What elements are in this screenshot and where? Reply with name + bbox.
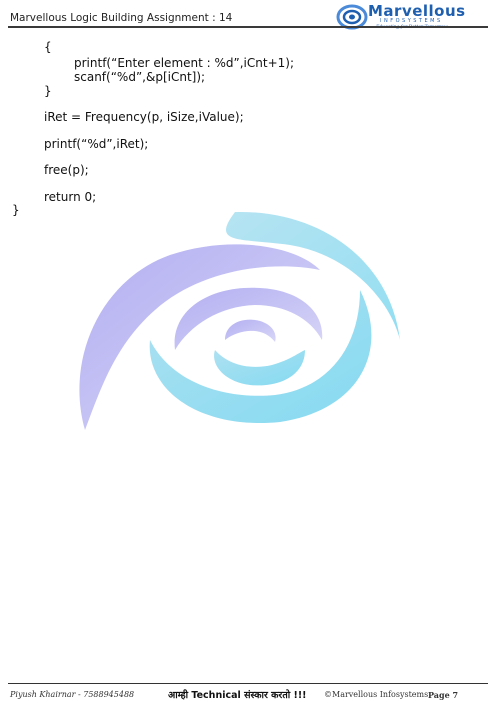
code-line: return 0; [44, 190, 97, 204]
page-number: Page 7 [428, 690, 459, 700]
code-line: scanf(“%d”,&p[iCnt]); [74, 70, 206, 84]
footer-slogan: आम्ही Technical संस्कार करतो !!! [168, 690, 307, 701]
header-divider [8, 26, 488, 28]
code-line: printf(“%d”,iRet); [44, 137, 149, 151]
header-title: Marvellous Logic Building Assignment : 1… [10, 12, 233, 24]
code-line: printf(“Enter element : %d”,iCnt+1); [74, 56, 294, 70]
code-line: free(p); [44, 163, 89, 177]
code-line: { [44, 40, 52, 54]
logo-name: Marvellous [368, 2, 466, 20]
logo-subtitle: INFOSYSTEMS [380, 18, 443, 24]
footer-author: Piyush Khairnar - 7588945488 [10, 690, 135, 699]
code-line: iRet = Frequency(p, iSize,iValue); [44, 110, 244, 124]
footer-divider [8, 683, 488, 684]
code-line: } [12, 203, 20, 217]
company-logo: Marvellous INFOSYSTEMS Educating for Bet… [336, 2, 496, 34]
footer-copyright: ©Marvellous Infosystems [324, 690, 429, 699]
spiral-watermark [79, 211, 400, 430]
code-line: } [44, 84, 52, 98]
logo-swirl-icon [336, 4, 368, 30]
